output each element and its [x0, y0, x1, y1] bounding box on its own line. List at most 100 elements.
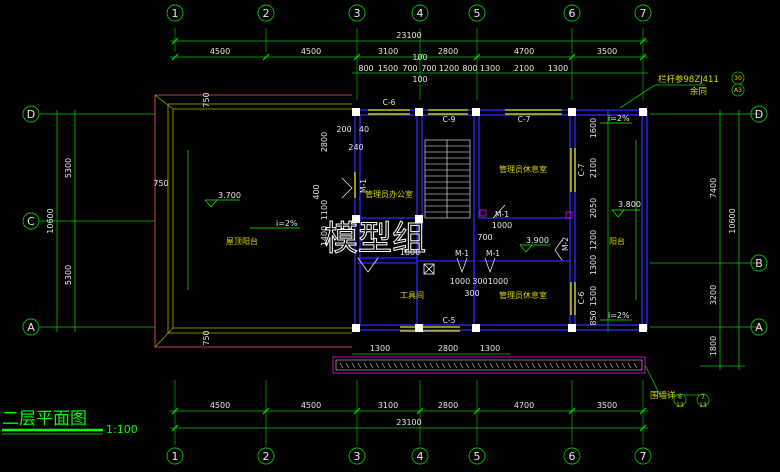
- grid-bubble-top-7-label: 7: [640, 7, 647, 20]
- window-label-c6-top: C-6: [383, 98, 396, 107]
- railing-tick: [369, 362, 374, 369]
- dim-bay-top-2: 4500: [301, 47, 321, 56]
- railing-ref-top: 30: [734, 75, 742, 82]
- dim-total-bottom: 23100: [396, 418, 421, 427]
- dim-left-small-2: 750: [153, 179, 168, 188]
- dim-inner-left-1: 2800: [320, 132, 329, 152]
- dim-right-detail-7: 850: [589, 310, 598, 325]
- top-dimension-lines: [170, 40, 648, 429]
- misc-240: 240: [348, 143, 363, 152]
- door-label-m1-tool: M-1: [455, 249, 469, 258]
- railing-tick: [501, 362, 506, 369]
- railing-tick: [615, 362, 620, 369]
- grid-bubble-bottom-6-circle: [563, 447, 581, 465]
- dim-inner-left-4: 1400: [320, 226, 329, 246]
- grid-bubble-top-2-label: 2: [263, 7, 270, 20]
- door-label-m1-bedroom: M-1: [495, 210, 509, 219]
- railing-tick: [387, 362, 392, 369]
- grid-bubble-bottom-5-label: 5: [474, 450, 481, 463]
- slope-balcony-bottom: i=2%: [608, 311, 630, 320]
- dim-bay-bottom-6: 3500: [597, 401, 617, 410]
- dim-left-small-3: 750: [202, 330, 211, 345]
- grid-bubble-left-A-label: A: [27, 321, 35, 334]
- railing-tick: [423, 362, 428, 369]
- grid-bubble-top-2-circle: [257, 4, 275, 22]
- dim-right-detail-1: 1600: [589, 118, 598, 138]
- vertical-axis-lines: [174, 28, 644, 445]
- railing-tick: [537, 362, 542, 369]
- window-label-c9: C-9: [443, 115, 456, 124]
- dimension-ticks: [171, 37, 647, 432]
- dimension-texts: 23100 23100 4500 4500 3100 2800 4700 350…: [153, 31, 617, 427]
- elevation-roof: 3.700: [218, 191, 241, 200]
- railing-ref-bottom: A3: [734, 87, 742, 94]
- window-label-c7-right: C-7: [577, 163, 586, 176]
- railing-tick: [609, 362, 614, 369]
- staircase: [424, 139, 471, 219]
- dim-inner-left-3: 1100: [320, 200, 329, 220]
- railing-tick: [633, 362, 638, 369]
- grid-bubble-bottom-1-label: 1: [172, 450, 179, 463]
- slope-roof: i=2%: [276, 219, 298, 228]
- dim-bottom-detail-2: 2800: [438, 344, 458, 353]
- misc-1000-d: 1000: [400, 248, 420, 257]
- slope-arrows: [187, 122, 637, 321]
- dim-detail-top-9: 1300: [548, 64, 568, 73]
- railing-tick: [441, 362, 446, 369]
- misc-200: 200: [336, 125, 351, 134]
- railing-tick: [567, 362, 572, 369]
- room-manager-bedroom-1: 管理员休息室: [499, 164, 547, 174]
- grid-bubble-top-6-circle: [563, 4, 581, 22]
- grid-bubble-bottom-4-label: 4: [417, 450, 424, 463]
- railing-tick: [405, 362, 410, 369]
- dim-detail-top-8: 2100: [514, 64, 534, 73]
- dim-bay-bottom-1: 4500: [210, 401, 230, 410]
- railing-tick: [351, 362, 356, 369]
- railing-tick: [531, 362, 536, 369]
- grid-bubble-top-3-circle: [348, 4, 366, 22]
- railing-tick: [393, 362, 398, 369]
- dim-detail-top-4: 700: [421, 64, 436, 73]
- wall-ref-left-bottom: 13: [676, 402, 684, 409]
- dim-right-detail-3: 2050: [589, 198, 598, 218]
- railing-tick: [345, 362, 350, 369]
- elevation-balcony: 3.800: [618, 200, 641, 209]
- grid-bubble-bottom-3-label: 3: [354, 450, 361, 463]
- door-swings: [341, 177, 563, 274]
- dim-detail-top-lower: 100: [412, 75, 427, 84]
- grid-bubble-top-5-label: 5: [474, 7, 481, 20]
- dim-right-detail-2: 2100: [589, 158, 598, 178]
- watermark-text: 模型组: [324, 219, 426, 259]
- railing-tick: [519, 362, 524, 369]
- railing-tick: [363, 362, 368, 369]
- door-label-m1-bedroom2: M-1: [486, 249, 500, 258]
- vertical-dimension-texts: 10600 5300 5300 10600 7400 3200 1800 160…: [46, 118, 737, 356]
- window-label-c7-top: C-7: [518, 115, 531, 124]
- railing-tick: [513, 362, 518, 369]
- dim-bay-bottom-5: 4700: [514, 401, 534, 410]
- grid-bubble-bottom-2-label: 2: [263, 450, 270, 463]
- door-label-m2: M-2: [561, 237, 570, 251]
- door-label-m1-office: M-1: [359, 179, 368, 193]
- dim-bottom-detail-1: 1300: [370, 344, 390, 353]
- wall-ref-right-bottom: 13: [699, 402, 707, 409]
- dim-right-inner-2: 3200: [709, 285, 718, 305]
- grid-bubble-left-A-circle: [22, 318, 40, 336]
- railing-tick: [495, 362, 500, 369]
- dim-bay-top-4: 2800: [438, 47, 458, 56]
- dim-right-outer: 10600: [728, 208, 737, 233]
- railing-tick: [381, 362, 386, 369]
- dim-bay-top-5: 4700: [514, 47, 534, 56]
- railing-note-leader: [619, 71, 745, 407]
- dim-detail-top-5: 1200: [439, 64, 459, 73]
- railing-tick: [339, 362, 344, 369]
- railing-tick: [447, 362, 452, 369]
- windows: [354, 109, 576, 332]
- railing-tick: [525, 362, 530, 369]
- railing-strip: [332, 356, 700, 396]
- grid-bubble-bottom-7-label: 7: [640, 450, 647, 463]
- railing-tick: [477, 362, 482, 369]
- dim-bay-bottom-3: 3100: [378, 401, 398, 410]
- railing-tick: [357, 362, 362, 369]
